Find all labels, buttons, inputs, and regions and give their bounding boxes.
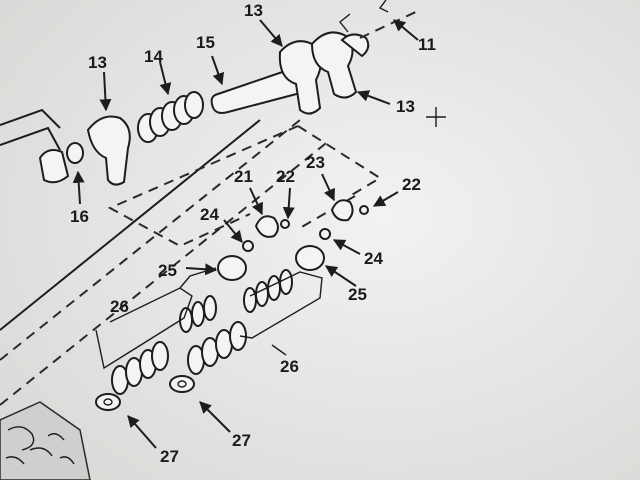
cap-22-right-part [359,205,369,215]
keeper-21-part [254,215,279,238]
retainers-25 [217,245,325,281]
crosshair-cursor-icon [426,107,446,127]
spring-26-lower-left [111,341,169,395]
rocker-arm-13-right [310,31,358,99]
callout-13-right: 13 [396,97,415,116]
retainer-25-left-part [217,255,247,281]
rocker-arm-13-left [86,115,131,186]
callout-16: 16 [70,207,89,226]
callout-27-right: 27 [232,431,251,450]
callout-27-left: 27 [160,447,179,466]
callout-13-top: 13 [244,1,263,20]
cylinder-head-fragment [0,401,91,480]
callout-22-right: 22 [402,175,421,194]
rocker-arm-13-mid [278,40,322,115]
callout-25-right: 25 [348,285,367,304]
valve-springs-26 [95,267,323,395]
rocker-shaft-assembly [38,0,421,186]
bushing-part [38,149,70,184]
spring-26-lower-right [187,321,247,375]
shaft-end-part [340,33,370,58]
spring-26-upper-right [243,269,293,313]
callout-24-right: 24 [364,249,383,268]
callout-11: 11 [418,35,436,54]
keeper-23-part [330,199,354,222]
callout-labels: 11 13 13 13 14 15 16 21 22 22 23 24 24 2… [70,1,436,466]
callout-23: 23 [306,153,325,172]
spring-14-part [137,91,204,143]
callout-15: 15 [196,33,215,52]
cap-22-left-part [280,219,290,229]
shaft-guide-lines [0,108,331,406]
callout-26-right-leader [271,344,287,356]
washer-16-part [66,142,84,164]
callout-13-left: 13 [88,53,107,72]
callout-21: 21 [234,167,253,186]
callout-14: 14 [144,47,163,66]
callout-25-left: 25 [158,261,177,280]
cap-24-right-part [319,228,331,240]
cap-24-left-part [242,240,254,252]
callout-22-left: 22 [276,167,295,186]
seat-27-left-part [95,393,121,411]
callout-24-left: 24 [200,205,219,224]
valve-keepers [242,199,369,252]
valve-group-bracket [107,125,382,248]
callout-26-right: 26 [280,357,299,376]
leader-arrows [72,19,419,449]
spring-seats-27 [95,375,195,411]
seat-27-right-part [169,375,195,393]
callout-26-left: 26 [110,297,129,316]
retainer-25-right-part [295,245,325,271]
